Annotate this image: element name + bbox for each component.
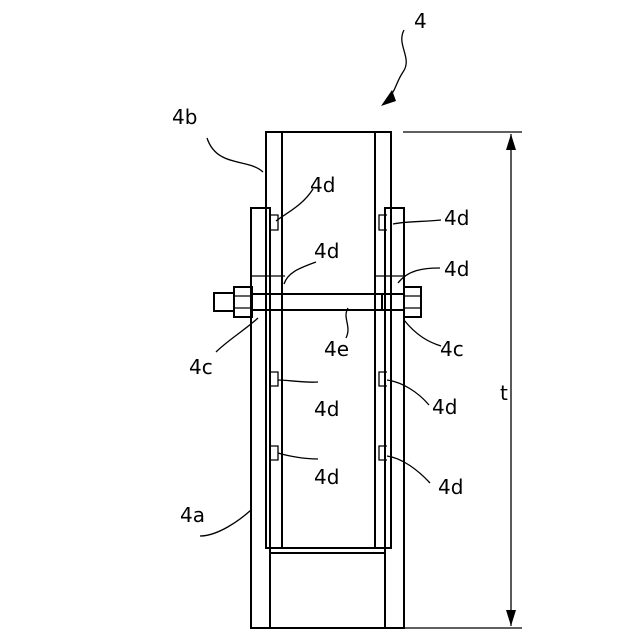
hole-4d-left-low1	[270, 372, 278, 386]
assembly-arrow	[381, 30, 406, 106]
label-hole-outer-low1: 4d	[432, 395, 457, 419]
label-bolt: 4e	[324, 337, 349, 361]
label-hole-inner-upper: 4d	[310, 173, 335, 197]
hole-4d-left-low2	[270, 446, 278, 460]
label-hole-inner-low1: 4d	[314, 397, 339, 421]
label-inner-tube: 4b	[172, 105, 197, 129]
bolt	[214, 276, 421, 317]
label-hole-inner-mid: 4d	[314, 239, 339, 263]
label-hole-left: 4c	[189, 355, 213, 379]
label-height: t	[500, 381, 508, 405]
label-outer-tube: 4a	[180, 503, 205, 527]
label-hole-outer-low2: 4d	[438, 475, 463, 499]
label-hole-inner-low2: 4d	[314, 465, 339, 489]
hole-4d-left-upper	[270, 215, 278, 230]
bottom-plug	[270, 548, 385, 628]
label-hole-outer-upper: 4d	[444, 206, 469, 230]
label-hole-right: 4c	[440, 337, 464, 361]
label-assembly: 4	[414, 9, 427, 33]
label-hole-outer-mid: 4d	[444, 257, 469, 281]
